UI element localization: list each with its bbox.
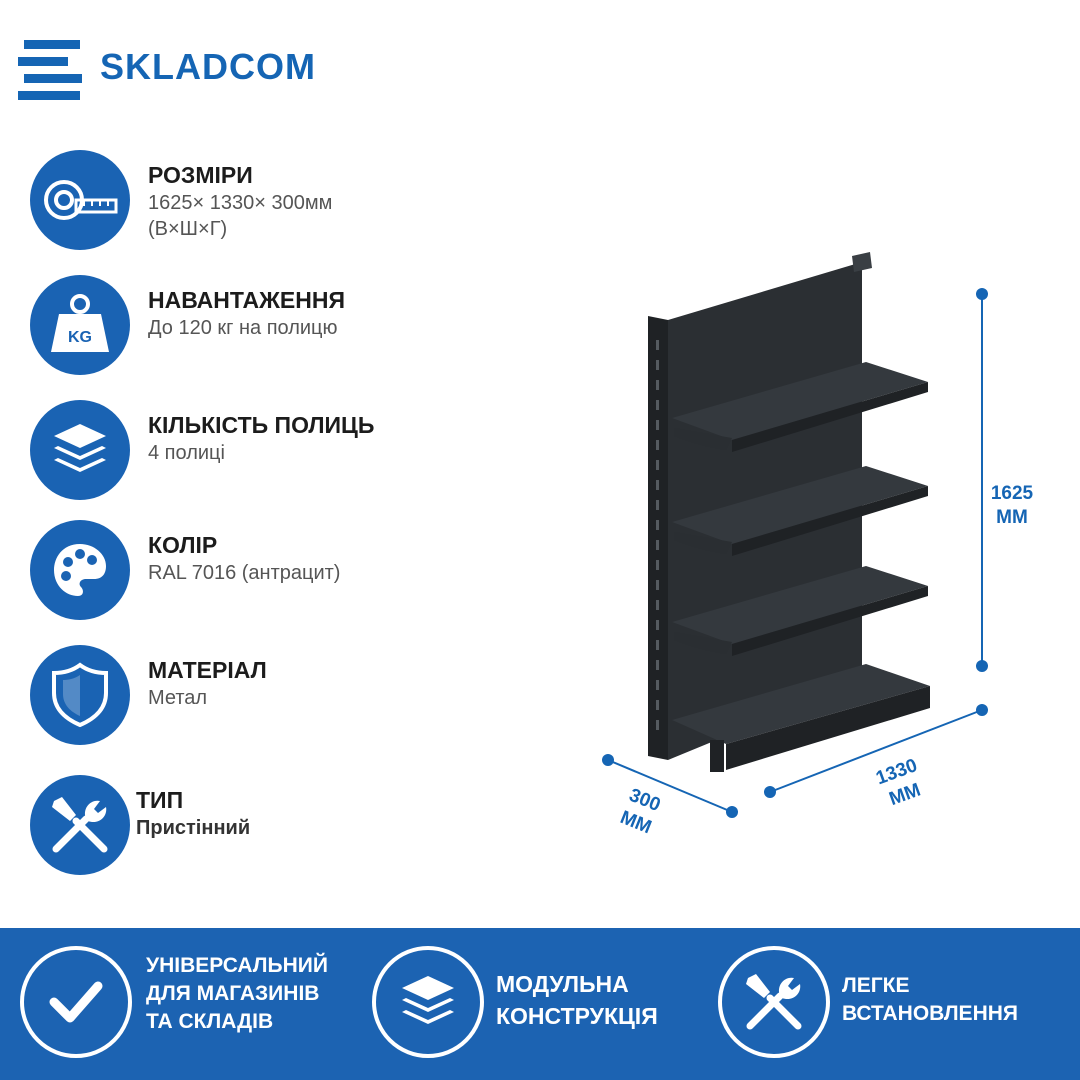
palette-icon bbox=[54, 544, 106, 596]
spec-value: 4 полиці bbox=[148, 442, 225, 464]
spec-load: KG НАВАНТАЖЕННЯ До 120 кг на полицю bbox=[30, 275, 450, 375]
spec-shelves: КІЛЬКІСТЬ ПОЛИЦЬ 4 полиці bbox=[30, 400, 450, 500]
spec-dimensions: РОЗМІРИ 1625× 1330× 300мм (В×Ш×Г) bbox=[30, 150, 450, 250]
spec-value: Пристінний bbox=[136, 817, 251, 839]
spec-value: Метал bbox=[148, 687, 208, 709]
feature-banner: УНІВЕРСАЛЬНИЙ ДЛЯ МАГАЗИНІВ ТА СКЛАДІВ М… bbox=[0, 928, 1080, 1080]
logo-mark-icon bbox=[18, 40, 82, 100]
feature-circle bbox=[718, 946, 830, 1058]
spec-value: 1625× 1330× 300мм (В×Ш×Г) bbox=[148, 192, 333, 240]
spec-title: НАВАНТАЖЕННЯ bbox=[148, 287, 345, 313]
spec-type: ТИП Пристінний bbox=[30, 775, 450, 875]
weight-kg-icon: KG bbox=[51, 294, 109, 352]
feature-easy-install: ЛЕГКЕ ВСТАНОВЛЕННЯ bbox=[842, 974, 1018, 1025]
spec-title: КІЛЬКІСТЬ ПОЛИЦЬ bbox=[148, 412, 375, 438]
spec-title: РОЗМІРИ bbox=[148, 162, 253, 188]
spec-title: КОЛІР bbox=[148, 532, 218, 558]
spec-value: До 120 кг на полицю bbox=[148, 317, 338, 339]
svg-text:KG: KG bbox=[68, 329, 92, 346]
tools-icon bbox=[52, 797, 108, 853]
shield-icon bbox=[52, 662, 108, 728]
checkmark-icon bbox=[49, 981, 103, 1023]
spec-color: КОЛІР RAL 7016 (антрацит) bbox=[30, 520, 450, 620]
spec-title: МАТЕРІАЛ bbox=[148, 657, 267, 683]
tape-measure-icon bbox=[44, 180, 118, 220]
feature-modular: МОДУЛЬНА КОНСТРУКЦІЯ bbox=[496, 971, 658, 1029]
layers-icon bbox=[54, 424, 106, 472]
brand-name: SKLADCOM bbox=[100, 46, 316, 87]
feature-circle bbox=[20, 946, 132, 1058]
spec-material: МАТЕРІАЛ Метал bbox=[30, 645, 450, 745]
dimension-lines bbox=[602, 288, 988, 818]
feature-circle bbox=[372, 946, 484, 1058]
spec-title: ТИП bbox=[136, 787, 184, 813]
feature-universal: УНІВЕРСАЛЬНИЙ ДЛЯ МАГАЗИНІВ ТА СКЛАДІВ bbox=[146, 954, 328, 1033]
layers-icon bbox=[402, 976, 454, 1024]
shelf-illustration bbox=[648, 252, 930, 772]
brand-logo: SKLADCOM bbox=[10, 20, 440, 136]
tools-icon bbox=[746, 974, 802, 1030]
spec-value: RAL 7016 (антрацит) bbox=[148, 562, 341, 584]
dimension-height-label: 1625 ММ bbox=[990, 483, 1034, 528]
